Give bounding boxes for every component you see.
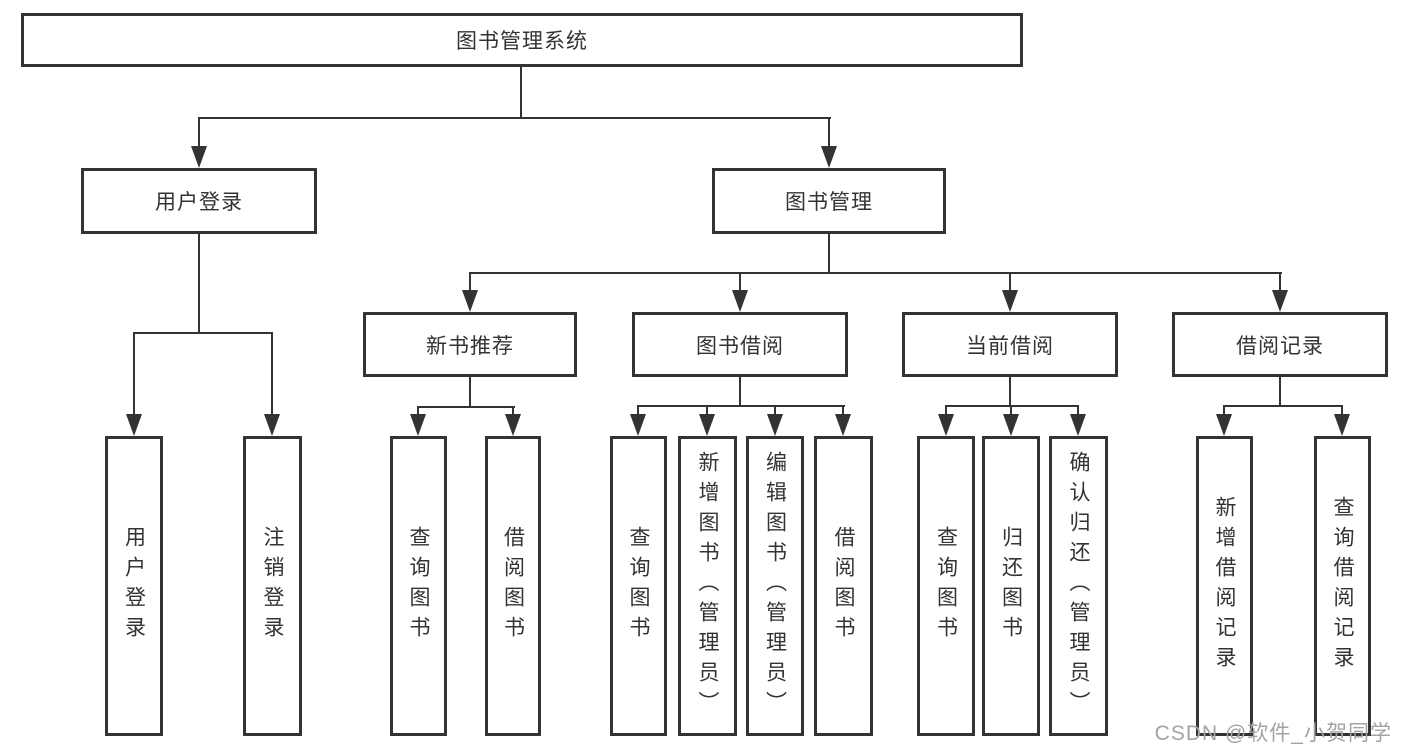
connector-arrowhead	[1003, 414, 1019, 436]
connector-arrowhead	[126, 414, 142, 436]
connector-line	[1009, 376, 1011, 407]
connector-arrowhead	[264, 414, 280, 436]
leaf-edit-books-admin-label: 编辑图书（管理员）	[763, 451, 787, 721]
node-borrowing-records-label: 借阅记录	[1236, 334, 1324, 358]
connector-line	[945, 405, 1079, 407]
leaf-recommend-borrow-books: 借阅图书	[485, 436, 541, 736]
connector-line	[828, 233, 830, 274]
connector-line	[198, 117, 831, 119]
connector-line	[133, 332, 273, 334]
connector-line	[417, 406, 419, 416]
leaf-current-query-books: 查询图书	[917, 436, 975, 736]
connector-line	[469, 376, 471, 408]
leaf-borrow-books-label: 借阅图书	[832, 526, 855, 646]
connector-line	[828, 117, 830, 148]
connector-line	[1010, 405, 1012, 416]
node-new-book-recommend-label: 新书推荐	[426, 334, 514, 358]
leaf-logout-label: 注销登录	[261, 526, 284, 646]
leaf-add-books-admin-label: 新增图书（管理员）	[696, 451, 719, 721]
connector-arrowhead	[1272, 290, 1288, 312]
leaf-recommend-query-books: 查询图书	[390, 436, 447, 736]
connector-line	[739, 376, 741, 407]
connector-line	[271, 332, 273, 416]
leaf-borrowing-query-books: 查询图书	[610, 436, 667, 736]
connector-line	[1279, 272, 1281, 292]
leaf-logout: 注销登录	[243, 436, 302, 736]
node-user-login-label: 用户登录	[155, 191, 243, 214]
connector-line	[774, 405, 776, 416]
leaf-add-books-admin: 新增图书（管理员）	[678, 436, 737, 736]
connector-line	[1223, 405, 1225, 416]
connector-arrowhead	[1070, 414, 1086, 436]
connector-arrowhead	[767, 414, 783, 436]
leaf-user-login: 用户登录	[105, 436, 163, 736]
connector-line	[706, 405, 708, 416]
node-library-system-label: 图书管理系统	[456, 30, 588, 53]
connector-arrowhead	[410, 414, 426, 436]
connector-arrowhead	[191, 146, 207, 168]
connector-line	[1009, 272, 1011, 292]
leaf-confirm-return-admin-label: 确认归还（管理员）	[1067, 451, 1090, 721]
connector-line	[520, 66, 522, 119]
connector-arrowhead	[821, 146, 837, 168]
leaf-query-borrow-record: 查询借阅记录	[1314, 436, 1371, 736]
connector-line	[469, 272, 1282, 274]
leaf-return-books-label: 归还图书	[999, 526, 1023, 646]
leaf-borrowing-query-books-label: 查询图书	[627, 526, 650, 646]
node-borrowing-records: 借阅记录	[1172, 312, 1388, 377]
connector-arrowhead	[1216, 414, 1232, 436]
node-current-borrowing: 当前借阅	[902, 312, 1118, 377]
connector-arrowhead	[1002, 290, 1018, 312]
connector-line	[417, 406, 515, 408]
connector-line	[637, 405, 845, 407]
leaf-borrow-books: 借阅图书	[814, 436, 873, 736]
leaf-recommend-borrow-books-label: 借阅图书	[501, 526, 525, 646]
node-book-borrowing-label: 图书借阅	[696, 334, 784, 358]
connector-line	[1341, 405, 1343, 416]
connector-arrowhead	[1334, 414, 1350, 436]
connector-line	[133, 332, 135, 416]
connector-line	[1279, 376, 1281, 407]
leaf-edit-books-admin: 编辑图书（管理员）	[746, 436, 804, 736]
connector-arrowhead	[630, 414, 646, 436]
leaf-current-query-books-label: 查询图书	[934, 526, 958, 646]
connector-arrowhead	[699, 414, 715, 436]
leaf-recommend-query-books-label: 查询图书	[407, 526, 430, 646]
connector-line	[842, 405, 844, 416]
connector-line	[637, 405, 639, 416]
connector-line	[1077, 405, 1079, 416]
connector-arrowhead	[462, 290, 478, 312]
connector-line	[198, 233, 200, 334]
connector-line	[1223, 405, 1343, 407]
node-library-system: 图书管理系统	[21, 13, 1023, 67]
connector-arrowhead	[835, 414, 851, 436]
connector-line	[945, 405, 947, 416]
node-current-borrowing-label: 当前借阅	[966, 334, 1054, 358]
csdn-watermark: CSDN @软件_小贺同学	[1154, 722, 1392, 745]
connector-arrowhead	[938, 414, 954, 436]
connector-line	[469, 272, 471, 292]
leaf-query-borrow-record-label: 查询借阅记录	[1331, 496, 1354, 676]
leaf-add-borrow-record: 新增借阅记录	[1196, 436, 1253, 736]
leaf-return-books: 归还图书	[982, 436, 1040, 736]
leaf-add-borrow-record-label: 新增借阅记录	[1213, 496, 1236, 676]
node-book-management-label: 图书管理	[785, 191, 873, 214]
node-book-management: 图书管理	[712, 168, 946, 234]
connector-line	[198, 117, 200, 148]
leaf-user-login-label: 用户登录	[122, 526, 146, 646]
node-book-borrowing: 图书借阅	[632, 312, 848, 377]
leaf-confirm-return-admin: 确认归还（管理员）	[1049, 436, 1108, 736]
connector-line	[739, 272, 741, 292]
node-new-book-recommend: 新书推荐	[363, 312, 577, 377]
connector-arrowhead	[732, 290, 748, 312]
connector-line	[512, 406, 514, 416]
node-user-login: 用户登录	[81, 168, 317, 234]
connector-arrowhead	[505, 414, 521, 436]
